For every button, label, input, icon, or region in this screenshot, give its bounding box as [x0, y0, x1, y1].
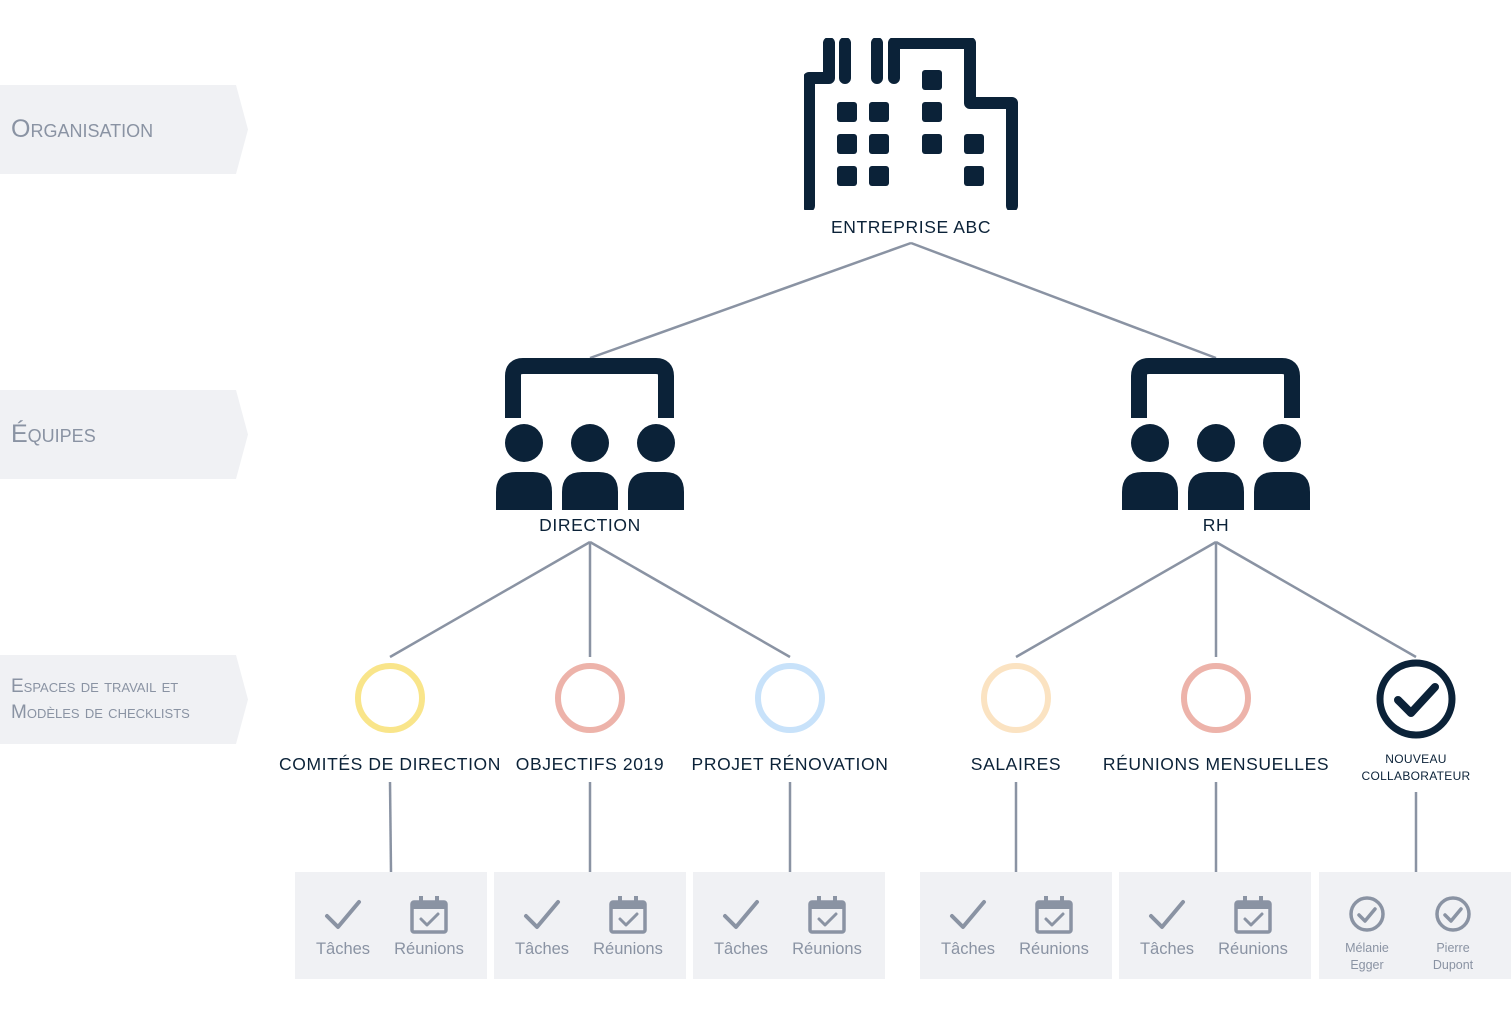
- team-label-direction: DIRECTION: [539, 515, 641, 535]
- meetings-item[interactable]: Réunions: [782, 894, 872, 959]
- checkmark-icon: [325, 900, 361, 929]
- level-tag-organisation: Organisation: [0, 85, 248, 174]
- workspace-ring-comites[interactable]: [355, 663, 425, 733]
- connector-line: [1015, 540, 1217, 659]
- workspace-label-reunions-mensuelles[interactable]: RÉUNIONS MENSUELLES: [1102, 754, 1330, 774]
- person-item[interactable]: Pierre Dupont: [1408, 894, 1498, 974]
- tasks-label: Tâches: [315, 940, 371, 958]
- calendar-check-icon: [808, 896, 846, 934]
- tasks-label: Tâches: [514, 940, 570, 958]
- team-icon: [1122, 358, 1310, 510]
- checkmark-icon: [524, 900, 560, 929]
- workspace-label-projet[interactable]: PROJET RÉNOVATION: [691, 754, 889, 774]
- template-card: Tâches Réunions: [1119, 872, 1311, 979]
- building-icon: [804, 38, 1018, 210]
- level-label-organisation: Organisation: [11, 115, 154, 143]
- connector-line: [1215, 540, 1417, 659]
- check-circle-icon: [1435, 896, 1471, 932]
- tasks-item[interactable]: Tâches: [923, 894, 1013, 959]
- tasks-item[interactable]: Tâches: [497, 894, 587, 959]
- level-label-equipes: Équipes: [11, 420, 96, 448]
- checkmark-icon: [1149, 900, 1185, 929]
- meetings-label: Réunions: [1218, 940, 1288, 958]
- workspace-ring-projet[interactable]: [755, 663, 825, 733]
- workspace-label-line: NOUVEAU: [1385, 752, 1447, 766]
- workspace-ring-reunions-mensuelles[interactable]: [1181, 663, 1251, 733]
- template-card: Tâches Réunions: [295, 872, 487, 979]
- template-card: Tâches Réunions: [494, 872, 686, 979]
- workspace-ring-salaires[interactable]: [981, 663, 1051, 733]
- meetings-label: Réunions: [394, 940, 464, 958]
- connector-line: [589, 540, 791, 659]
- organization-label: ENTREPRISE ABC: [830, 217, 992, 237]
- person-last-name: Egger: [1350, 958, 1384, 972]
- connector-line: [389, 540, 591, 659]
- tasks-item[interactable]: Tâches: [696, 894, 786, 959]
- check-circle-icon: [1349, 896, 1385, 932]
- workspace-label-objectifs[interactable]: OBJECTIFS 2019: [515, 754, 665, 774]
- checkmark-icon: [950, 900, 986, 929]
- calendar-check-icon: [1035, 896, 1073, 934]
- level-tag-equipes: Équipes: [0, 390, 248, 479]
- meetings-label: Réunions: [1019, 940, 1089, 958]
- tasks-label: Tâches: [713, 940, 769, 958]
- workspace-label-nouveau-collaborateur[interactable]: NOUVEAU COLLABORATEUR: [1361, 751, 1470, 785]
- people-card: Mélanie Egger Pierre Dupont: [1319, 872, 1511, 979]
- tasks-label: Tâches: [940, 940, 996, 958]
- workspace-label-line: COLLABORATEUR: [1361, 769, 1471, 783]
- workspace-label-comites[interactable]: COMITÉS DE DIRECTION: [278, 754, 502, 774]
- check-circle-icon[interactable]: [1374, 657, 1458, 741]
- workspace-ring-objectifs[interactable]: [555, 663, 625, 733]
- calendar-check-icon: [410, 896, 448, 934]
- meetings-item[interactable]: Réunions: [384, 894, 474, 959]
- connector-line: [388, 781, 393, 873]
- connector-line: [910, 241, 1217, 360]
- person-first-name: Pierre: [1436, 941, 1470, 955]
- tasks-item[interactable]: Tâches: [298, 894, 388, 959]
- team-label-rh: RH: [1202, 515, 1230, 535]
- tasks-label: Tâches: [1139, 940, 1195, 958]
- calendar-check-icon: [1234, 896, 1272, 934]
- template-card: Tâches Réunions: [920, 872, 1112, 979]
- tasks-item[interactable]: Tâches: [1122, 894, 1212, 959]
- meetings-label: Réunions: [792, 940, 862, 958]
- person-item[interactable]: Mélanie Egger: [1322, 894, 1412, 974]
- template-card: Tâches Réunions: [693, 872, 885, 979]
- meetings-item[interactable]: Réunions: [1009, 894, 1099, 959]
- team-icon: [496, 358, 684, 510]
- meetings-item[interactable]: Réunions: [1208, 894, 1298, 959]
- level-tag-espaces: Espaces de travail et Modèles de checkli…: [0, 655, 248, 744]
- level-label-espaces-line2: Modèles de checklists: [11, 701, 190, 723]
- connector-line: [589, 241, 912, 360]
- meetings-label: Réunions: [593, 940, 663, 958]
- checkmark-icon: [723, 900, 759, 929]
- meetings-item[interactable]: Réunions: [583, 894, 673, 959]
- calendar-check-icon: [609, 896, 647, 934]
- person-first-name: Mélanie: [1345, 941, 1389, 955]
- level-label-espaces-line1: Espaces de travail et: [11, 675, 179, 697]
- workspace-label-salaires[interactable]: SALAIRES: [970, 754, 1062, 774]
- person-last-name: Dupont: [1432, 958, 1474, 972]
